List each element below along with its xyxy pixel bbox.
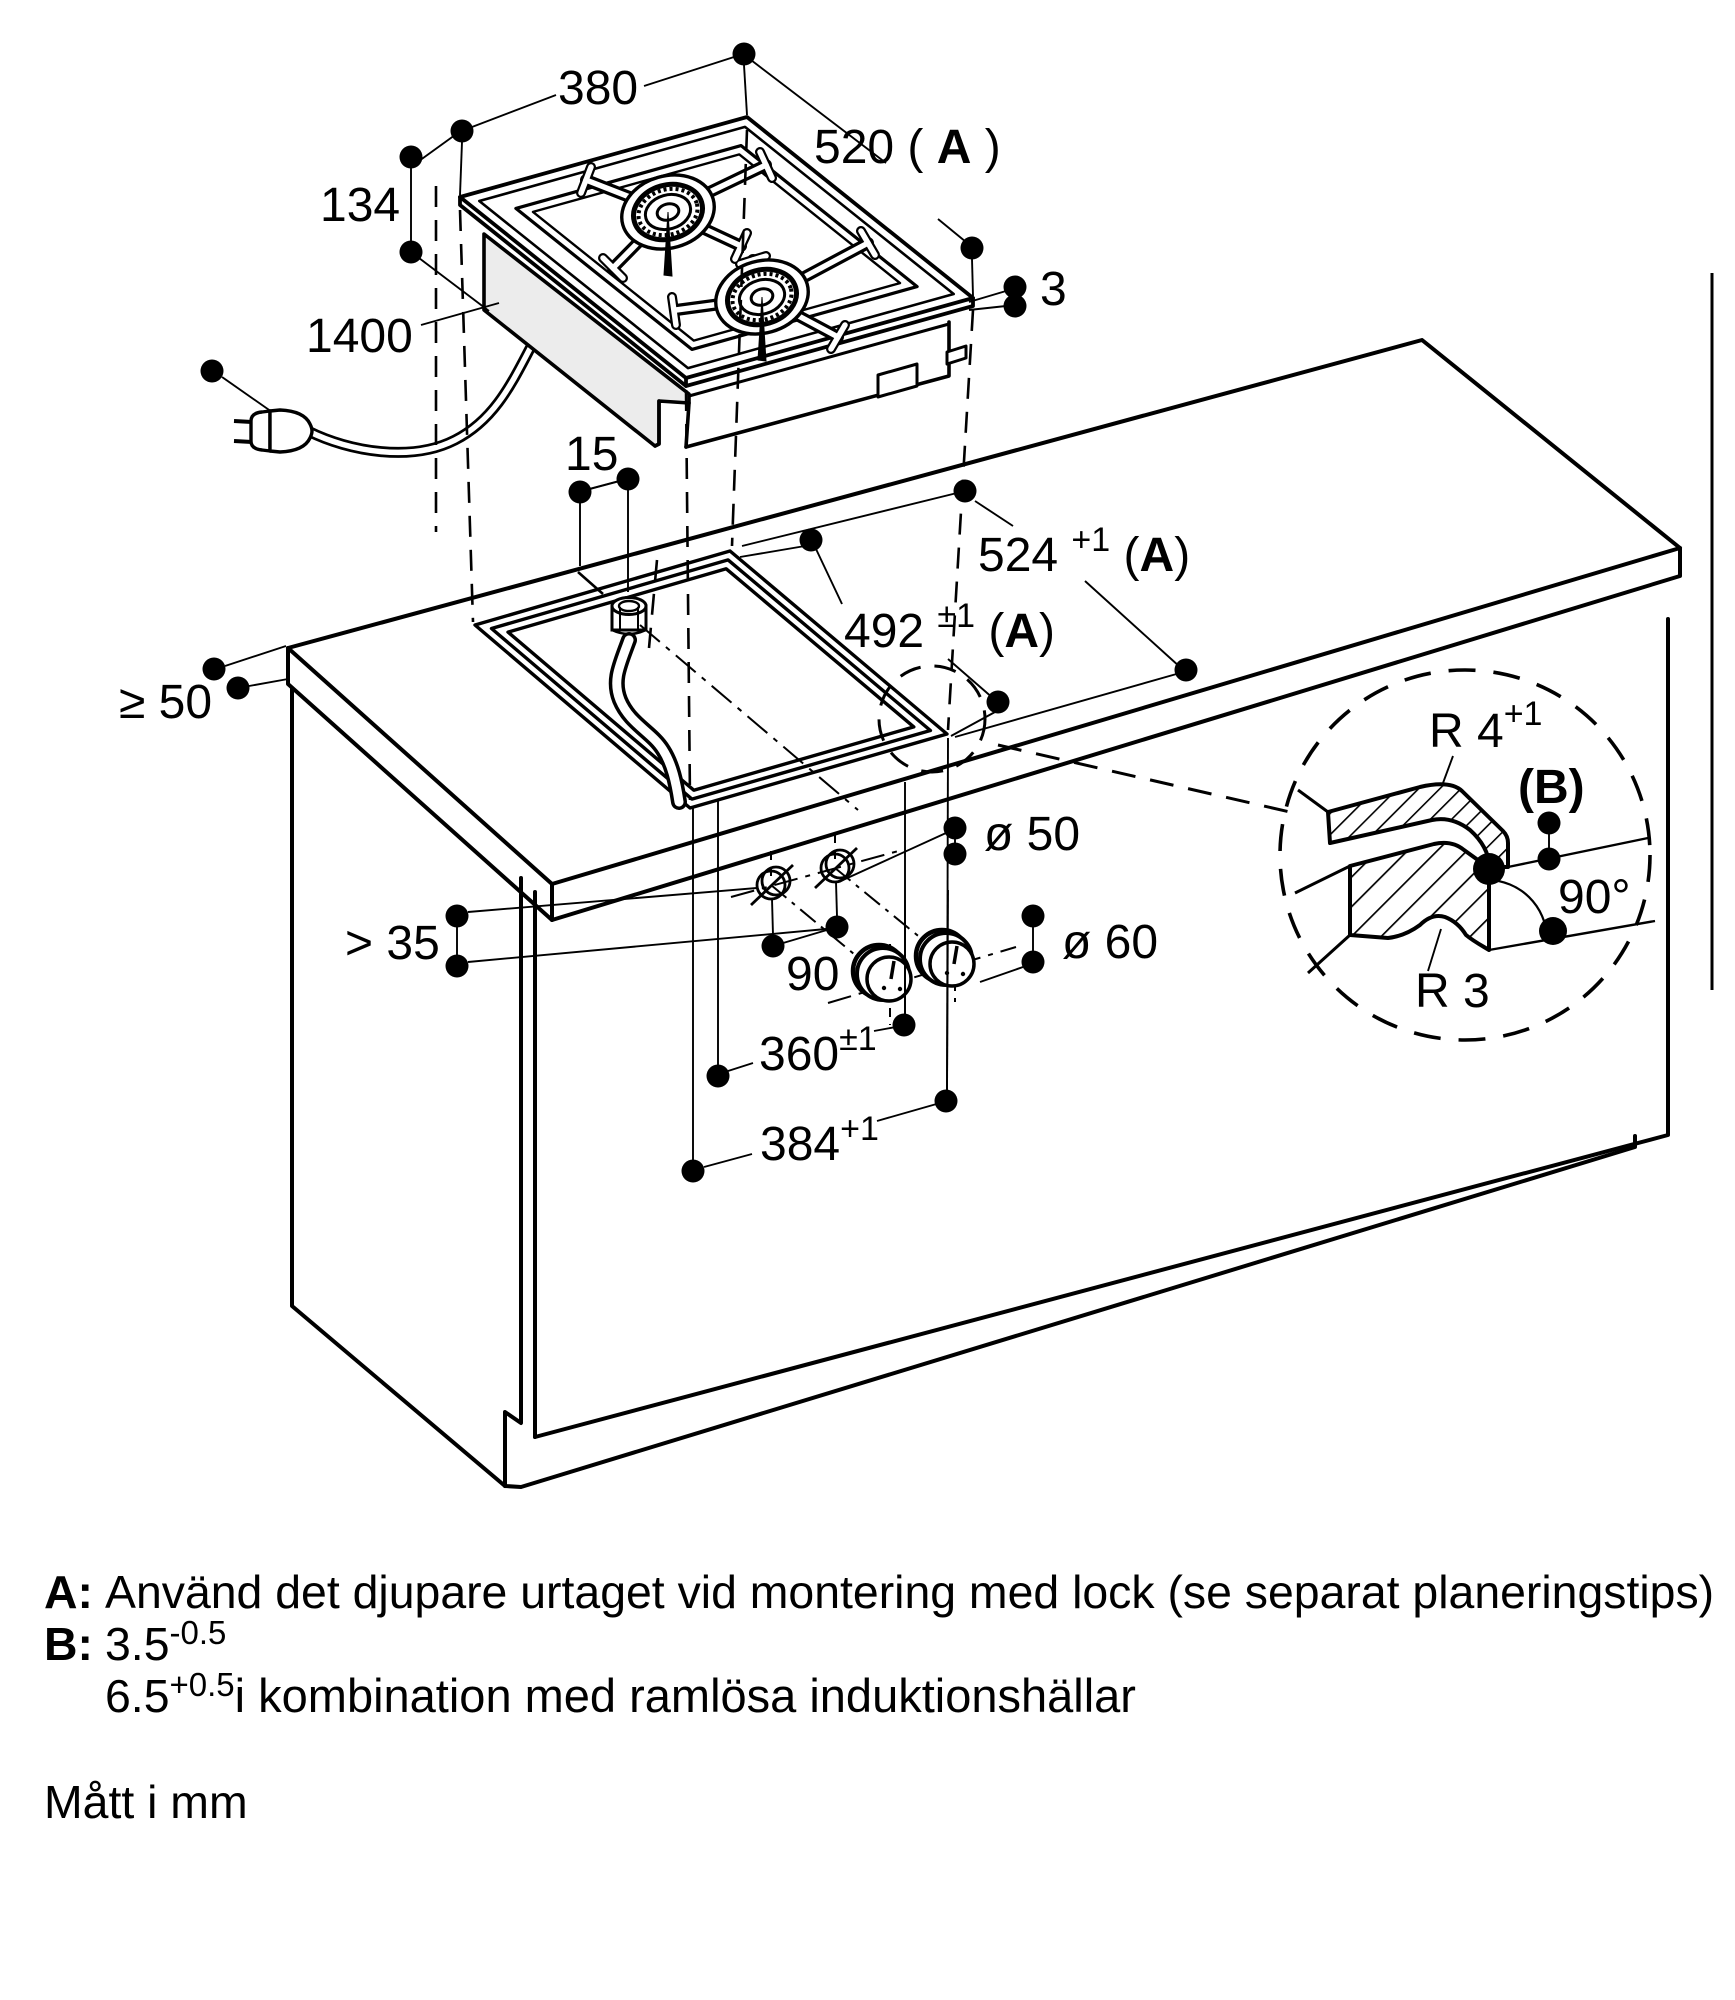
svg-text:90: 90 (786, 948, 839, 1001)
svg-text:Mått i mm: Mått i mm (44, 1776, 248, 1828)
svg-text:1400: 1400 (306, 310, 413, 363)
svg-text:A:: A: (44, 1566, 93, 1618)
svg-text:6.5+0.5i kombination med ramlö: 6.5+0.5i kombination med ramlösa indukti… (105, 1666, 1136, 1722)
svg-text:15: 15 (565, 428, 618, 481)
svg-text:B:: B: (44, 1618, 93, 1670)
svg-text:R 3: R 3 (1415, 965, 1490, 1018)
svg-text:> 35: > 35 (345, 917, 440, 970)
svg-text:≥ 50: ≥ 50 (119, 676, 212, 729)
svg-text:134: 134 (320, 179, 400, 232)
svg-text:520 ( A ): 520 ( A ) (814, 121, 1001, 174)
svg-text:3: 3 (1040, 263, 1067, 316)
svg-text:ø 50: ø 50 (984, 808, 1080, 861)
svg-text:Använd det djupare urtaget vid: Använd det djupare urtaget vid montering… (105, 1566, 1714, 1618)
svg-text:ø 60: ø 60 (1062, 916, 1158, 969)
svg-text:90°: 90° (1558, 871, 1631, 924)
svg-text:(B): (B) (1518, 761, 1585, 814)
svg-text:380: 380 (558, 62, 638, 115)
